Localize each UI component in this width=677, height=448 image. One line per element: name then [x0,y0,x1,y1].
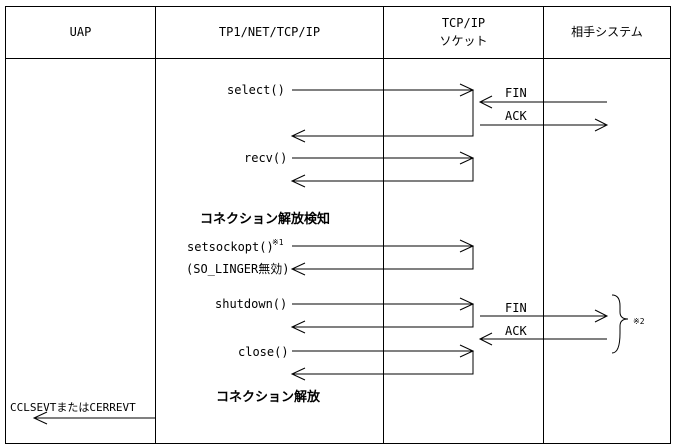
header-socket-line2: ソケット [439,34,488,48]
select-call-path [292,89,474,137]
note-release: コネクション解放 [216,390,321,405]
recv-call-path [292,157,474,182]
ack-in-arrowhead [478,332,493,346]
brace-bracket [611,294,629,354]
label-ack-out: ACK [505,109,527,123]
note-event: CCLSEVTまたはCERREVT [10,401,136,414]
header-remote: 相手システム [571,25,643,39]
header-socket: TCP/IP ソケット [384,6,543,58]
label-fin-out: FIN [505,301,527,315]
label-select: select() [227,83,285,97]
shutdown-call-path [292,303,474,328]
ack-out-arrowhead [594,118,609,132]
fin-in-arrowhead [478,95,493,109]
label-fin-in: FIN [505,86,527,100]
label-setsockopt-note: ※1 [272,238,284,247]
note-release-detect: コネクション解放検知 [200,212,331,227]
shutdown-arrowhead [459,297,475,311]
header-uap: UAP [69,25,92,39]
close-call-path [292,350,474,375]
label-shutdown: shutdown() [215,297,288,311]
header-tp1: TP1/NET/TCP/IP [218,25,321,39]
fin-out-arrowhead [594,309,609,323]
label-so-linger: (SO_LINGER無効) [186,262,290,276]
recv-return-arrowhead [290,174,306,188]
brace-note: ※2 [633,317,645,326]
setsockopt-call-path [292,245,474,270]
label-ack-in: ACK [505,324,527,338]
setsockopt-return-arrowhead [290,262,306,276]
event-arrowhead [32,411,48,425]
header-socket-line1: TCP/IP [441,16,486,30]
label-setsockopt: setsockopt() [187,240,274,254]
shutdown-return-arrowhead [290,320,306,334]
select-arrowhead [459,83,475,97]
close-arrowhead [459,344,475,358]
select-return-arrowhead [290,129,306,143]
close-return-arrowhead [290,367,306,381]
label-close: close() [238,345,289,359]
setsockopt-arrowhead [459,239,475,253]
label-recv: recv() [244,151,288,165]
recv-arrowhead [459,151,475,165]
diagram-frame [5,6,671,444]
